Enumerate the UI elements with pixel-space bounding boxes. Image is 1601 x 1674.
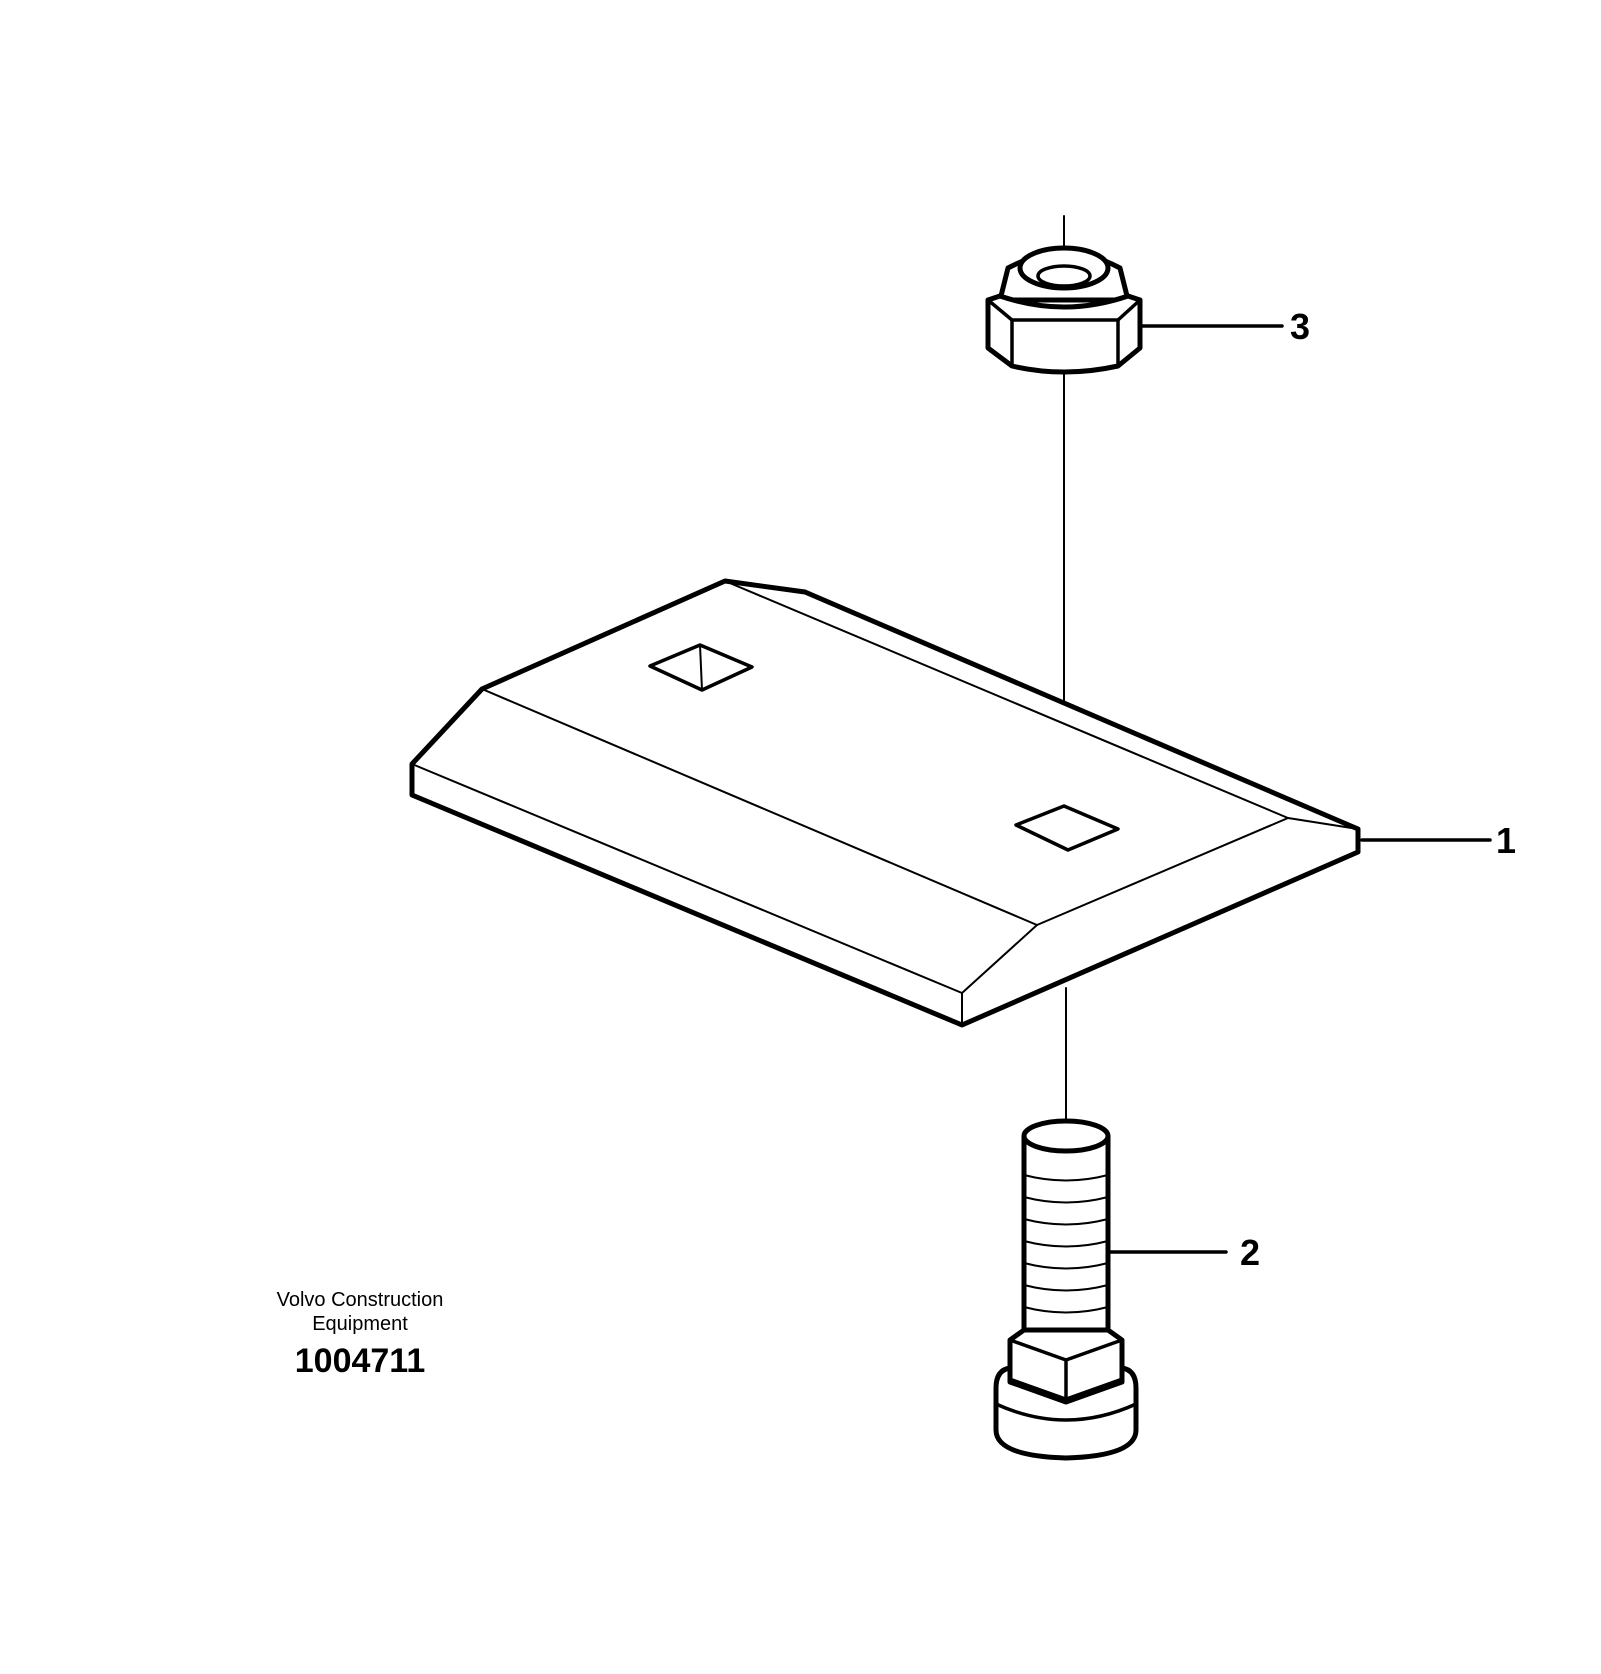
bolt-tip bbox=[1021, 1118, 1111, 1154]
plow-bolt bbox=[993, 987, 1228, 1461]
illustration-code: 1004711 bbox=[295, 1342, 426, 1380]
bolt-head-edge bbox=[994, 1402, 1138, 1422]
callout-1-number: 1 bbox=[1496, 820, 1516, 861]
callout-2-number: 2 bbox=[1240, 1232, 1260, 1273]
lock-nut bbox=[985, 215, 1284, 851]
maker-name-line1: Volvo Construction bbox=[277, 1289, 444, 1311]
plate-top-face-edge bbox=[481, 688, 1359, 926]
maker-name-line2: Equipment bbox=[312, 1313, 408, 1335]
plate-square-hole-front bbox=[1014, 804, 1120, 852]
nut-hex-edge bbox=[986, 298, 1014, 322]
callout-3-number: 3 bbox=[1290, 306, 1310, 347]
nut-hex-edge bbox=[1116, 298, 1142, 322]
nut-hex-body bbox=[985, 293, 1143, 375]
plate-rear-bevel-edge bbox=[724, 580, 1289, 819]
plate-hole-inner-edge bbox=[699, 644, 703, 691]
nut-bore bbox=[1036, 264, 1092, 288]
bolt-head bbox=[993, 1365, 1139, 1461]
bolt-shank bbox=[1021, 1136, 1111, 1339]
maker-imprint: Volvo Construction Equipment 1004711 bbox=[277, 1289, 444, 1380]
wear-plate bbox=[409, 578, 1492, 1028]
bolt-neck-edge bbox=[1064, 1338, 1124, 1362]
bolt-neck-edge bbox=[1008, 1338, 1068, 1362]
